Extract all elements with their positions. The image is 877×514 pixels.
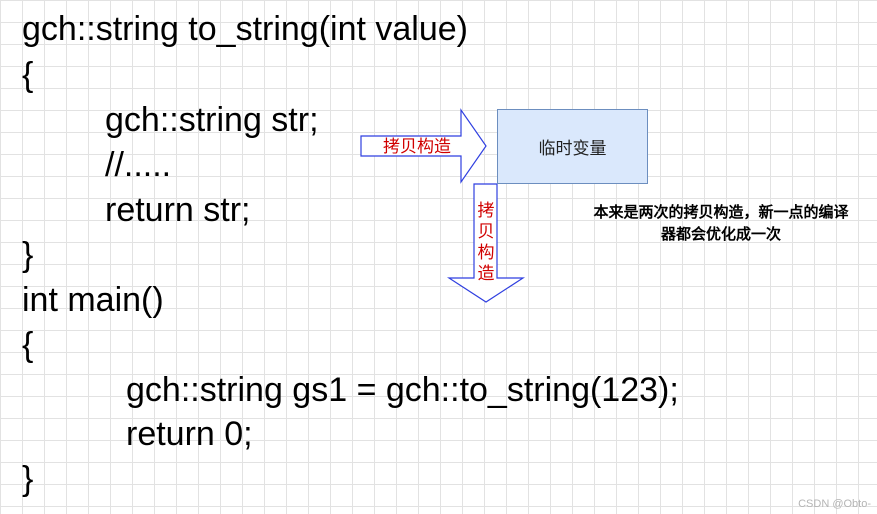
right-arrow-label: 拷贝构造	[383, 137, 451, 157]
down-arrow-label: 拷贝构造	[477, 201, 495, 284]
code-line-return-str: return str;	[105, 191, 251, 229]
code-line-signature: gch::string to_string(int value)	[22, 10, 468, 48]
code-line-return-zero: return 0;	[126, 415, 253, 453]
code-line-close-brace-1: }	[22, 236, 34, 274]
down-arrow	[446, 183, 526, 303]
code-line-close-brace-2: }	[22, 460, 34, 498]
code-line-comment: //.....	[105, 146, 172, 184]
code-line-call-to-string: gch::string gs1 = gch::to_string(123);	[126, 371, 679, 409]
right-arrow	[360, 108, 487, 184]
code-line-open-brace-2: {	[22, 326, 34, 364]
temp-variable-box: 临时变量	[497, 109, 648, 184]
optimization-note: 本来是两次的拷贝构造，新一点的编译器都会优化成一次	[593, 203, 849, 243]
code-line-main: int main()	[22, 281, 164, 319]
code-line-open-brace-1: {	[22, 56, 34, 94]
temp-variable-label: 临时变量	[538, 139, 607, 159]
code-line-declare-str: gch::string str;	[105, 101, 319, 139]
watermark: CSDN @Obto-	[798, 498, 871, 510]
